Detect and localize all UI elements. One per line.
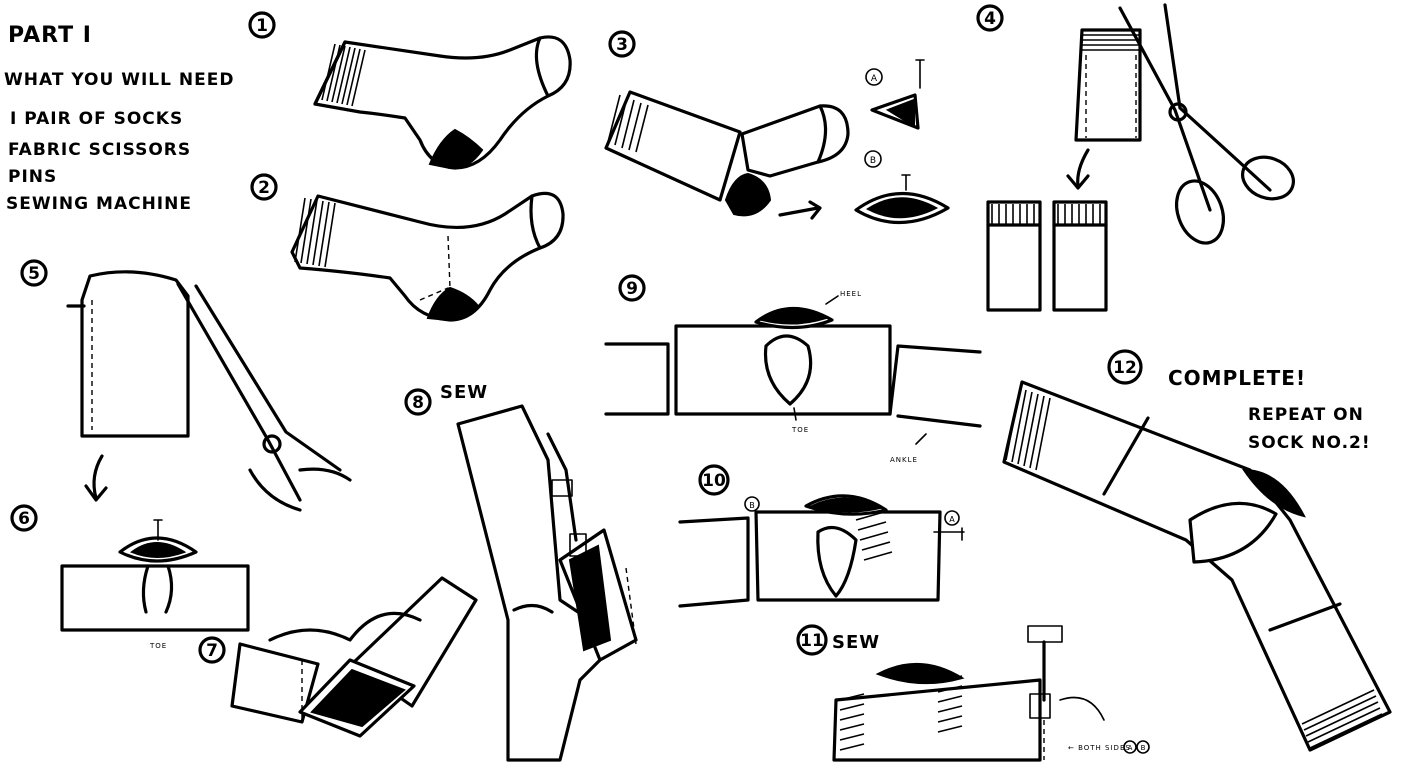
step-8-number: 8	[412, 393, 424, 413]
both-sides-label: ← BOTH SIDES	[1068, 744, 1131, 752]
scissors-icon	[178, 284, 350, 510]
heel-patch	[878, 664, 962, 683]
heel-pointer	[826, 296, 838, 304]
step-2: 2	[252, 175, 563, 320]
heel-patch	[726, 174, 770, 215]
step-6-number: 6	[18, 509, 30, 529]
ankle-pointer	[916, 434, 926, 444]
step-6: 6 TOE	[12, 506, 248, 650]
arrow-right	[780, 208, 818, 215]
repeat-label-line2: SOCK NO.2!	[1248, 433, 1371, 453]
tube-edge	[606, 344, 668, 414]
step-5-number: 5	[28, 264, 40, 284]
repeat-label-line1: REPEAT ON	[1248, 405, 1364, 425]
step-11-number: 11	[800, 631, 824, 651]
step-9: 9 HEEL TOE ANKLE	[606, 276, 980, 464]
step-8: 8 SEW	[406, 382, 636, 760]
step-10: 10 B A	[680, 466, 964, 606]
step-3: 3 A B	[606, 32, 948, 223]
needs-item-scissors: FABRIC SCISSORS	[8, 140, 191, 160]
toe-label: TOE	[149, 642, 167, 650]
ankle-label: ANKLE	[890, 456, 918, 464]
sew-label: SEW	[832, 632, 880, 653]
marker-b10-label: B	[749, 501, 755, 510]
step-11: 11 SEW ← BOTH SIDES A B	[798, 626, 1149, 760]
folded-tube	[82, 272, 188, 436]
marker-a-label: A	[871, 74, 878, 84]
complete-label: COMPLETE!	[1168, 366, 1306, 390]
cut-tube-left	[988, 202, 1040, 310]
marker-a-small: A	[1128, 744, 1133, 752]
step-4-number: 4	[984, 9, 996, 29]
step-7-number: 7	[206, 641, 218, 661]
step-2-number: 2	[258, 178, 270, 198]
step-3-number: 3	[616, 35, 628, 55]
part-title: PART I	[8, 23, 92, 48]
ankle-piece	[890, 346, 980, 426]
step-1: 1	[250, 13, 570, 168]
needs-item-pins: PINS	[8, 167, 57, 187]
toe-label: TOE	[791, 426, 809, 434]
needs-item-socks: I PAIR OF SOCKS	[10, 109, 183, 129]
heel-label: HEEL	[840, 290, 862, 298]
marker-b-label: B	[870, 156, 876, 166]
sock-illustration-marked	[292, 193, 563, 320]
step-10-number: 10	[702, 471, 726, 491]
tube-piece	[834, 680, 1040, 760]
step-12: 12 COMPLETE! REPEAT ON SOCK NO.2!	[1004, 351, 1390, 750]
step-4: 4	[978, 5, 1299, 310]
open-tube	[62, 566, 248, 630]
step-9-number: 9	[626, 279, 638, 299]
pin-icon	[916, 60, 924, 88]
marker-b-small: B	[1141, 744, 1146, 752]
cut-tube-right	[1054, 202, 1106, 310]
step-12-number: 12	[1113, 358, 1137, 378]
step-1-number: 1	[256, 16, 268, 36]
needs-item-sewing-machine: SEWING MACHINE	[6, 194, 192, 214]
marker-a10-label: A	[949, 515, 955, 524]
arrow-down	[94, 456, 102, 498]
sock-foot-piece	[742, 106, 848, 176]
scissors-icon	[1120, 5, 1299, 250]
pin-icon	[902, 175, 910, 190]
materials-list: PART I WHAT YOU WILL NEED I PAIR OF SOCK…	[4, 23, 234, 214]
tube-edge	[680, 518, 748, 606]
needs-heading: WHAT YOU WILL NEED	[4, 70, 234, 90]
sock-leg-piece	[606, 92, 740, 200]
sew-label: SEW	[440, 382, 488, 403]
step-5: 5	[22, 261, 350, 510]
